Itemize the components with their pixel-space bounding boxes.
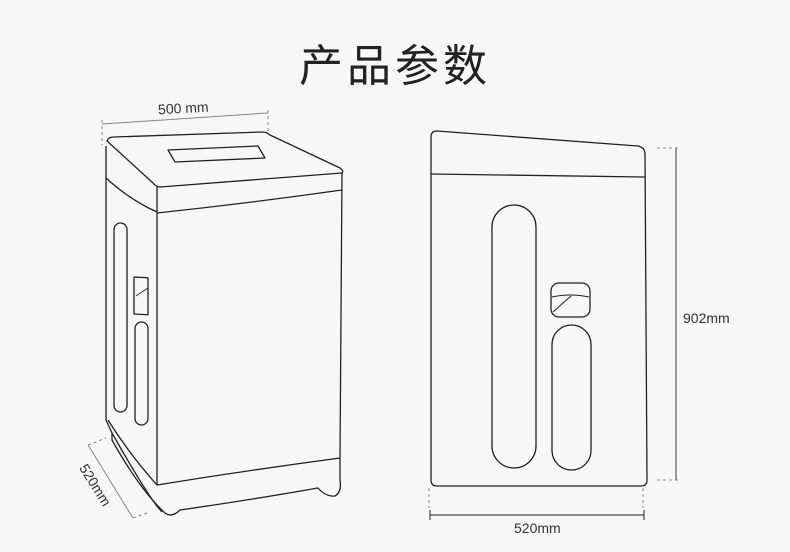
front-window-line — [551, 294, 590, 313]
front-outline — [430, 130, 648, 487]
width-label-500: 500 mm — [157, 98, 209, 118]
width-dimension-ext — [101, 110, 269, 145]
side-vent-short — [134, 321, 149, 426]
side-window-glare — [135, 287, 149, 297]
perspective-view-drawing — [105, 131, 344, 516]
front-window — [550, 282, 591, 318]
side-top-edge — [105, 177, 158, 213]
height-dimension-ext — [657, 147, 679, 481]
depth-dimension-line — [87, 444, 134, 519]
dimension-lines — [87, 110, 679, 520]
front-panel — [156, 172, 343, 486]
front-width-label-520: 520mm — [514, 520, 561, 536]
front-width-ticks — [429, 510, 645, 520]
front-vent-tall — [491, 204, 537, 469]
front-vent-short — [551, 324, 592, 471]
page-title: 产品参数 — [299, 42, 491, 91]
side-window — [133, 276, 149, 316]
left-side-base — [107, 419, 158, 486]
front-band — [156, 189, 343, 214]
width-dimension-line — [101, 112, 269, 125]
base — [111, 433, 342, 516]
front-divider — [430, 173, 646, 178]
side-vent-tall — [113, 222, 128, 413]
lid — [106, 131, 344, 188]
lid-window — [167, 145, 266, 163]
height-label-902: 902mm — [683, 310, 730, 326]
front-view-drawing — [430, 130, 648, 487]
front-width-ext — [428, 488, 644, 508]
